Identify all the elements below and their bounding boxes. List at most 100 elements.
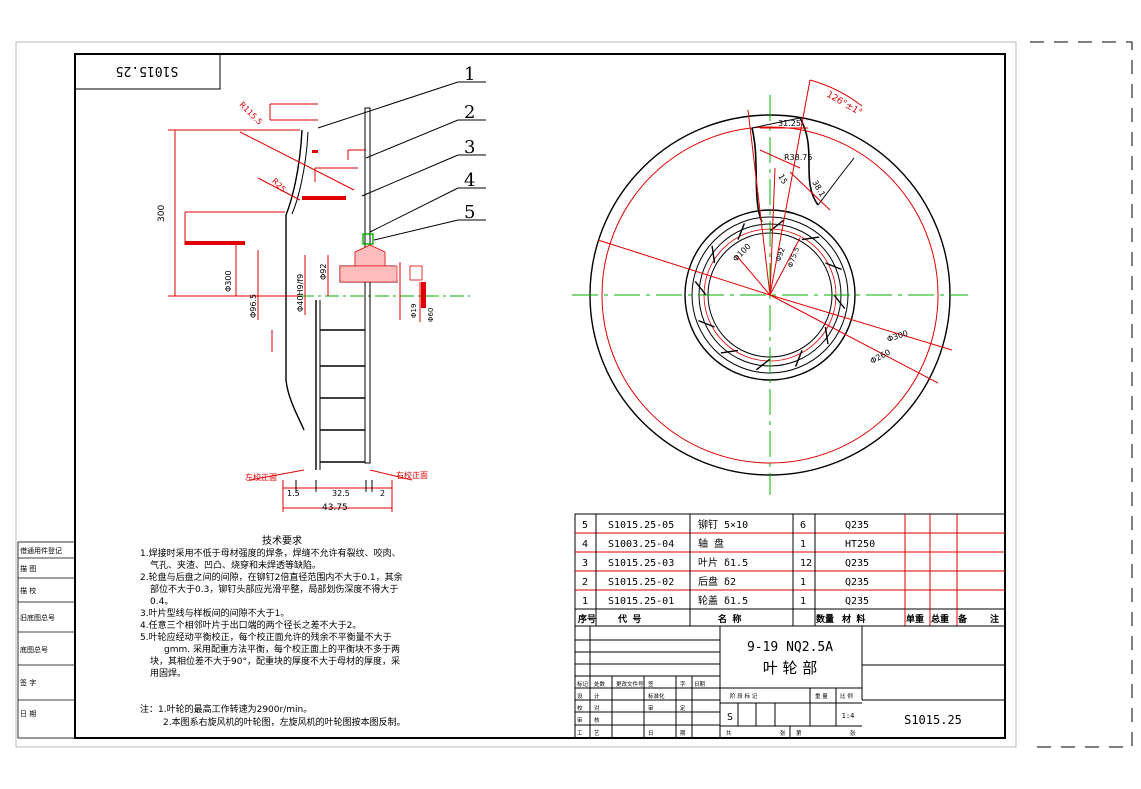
sheet-count-label: 共 xyxy=(726,729,732,737)
blade-profile-side xyxy=(817,157,855,206)
callout-leaders xyxy=(317,81,486,241)
side-register xyxy=(17,541,76,739)
note-line: 用固焊。 xyxy=(150,667,186,679)
bom-name: 铆钉 5×10 xyxy=(698,518,748,531)
bom-no: 2 xyxy=(582,577,588,588)
note-line: 块，其相位差不大于90°，配重块的厚度不大于母材的厚度，采 xyxy=(150,655,400,667)
title-block-label: 校 xyxy=(577,704,583,712)
rivet-marker xyxy=(362,233,374,245)
shroud-outline xyxy=(285,129,305,431)
blade-mark xyxy=(794,350,803,367)
note-line: 3.叶片型线与样板间的间隙不大于1。 xyxy=(140,607,289,619)
title-model: 9-19 NQ2.5A xyxy=(747,640,833,655)
back-plate xyxy=(364,107,371,464)
title-block-label: 标记 xyxy=(577,680,589,688)
bom-name: 后盘 δ2 xyxy=(698,575,736,588)
dim-d260-front: Φ260 xyxy=(869,348,892,366)
note-line: 5.叶轮应经动平衡校正，每个校正面允许的残余不平衡量不大于 xyxy=(140,631,392,643)
title-block-label: 工 xyxy=(577,730,583,737)
bom-no: 5 xyxy=(582,520,588,531)
section-red-bar-1 xyxy=(302,196,346,200)
blade-mark xyxy=(833,294,846,310)
bom-code: S1015.25-01 xyxy=(608,596,674,607)
side-label: 签 字 xyxy=(20,678,36,687)
title-block-label: 审 xyxy=(577,716,583,724)
title-block-label: 定 xyxy=(680,704,686,712)
note-line: gmm. 采用配重方法平衡，每个校正面上的平衡块不多于两 xyxy=(164,643,400,655)
blade-mark xyxy=(711,245,716,264)
title-block-label: 审 xyxy=(648,704,654,712)
blade-profile-1 xyxy=(751,127,763,223)
scale-value: 1:4 xyxy=(842,712,855,720)
notes-heading: 技术要求 xyxy=(262,534,302,547)
stage-header: 阶 段 标 记 xyxy=(730,692,758,700)
dim-w2: 32.5 xyxy=(332,489,350,498)
blade-marks xyxy=(694,219,846,371)
title-block-label: 艺 xyxy=(594,730,600,737)
dim-d75: Φ75.5 xyxy=(786,246,801,269)
title-block-label: 核 xyxy=(594,716,600,724)
sheet-count-label: 张 xyxy=(850,729,856,737)
side-label: 旧底图总号 xyxy=(20,613,55,622)
shroud-inner xyxy=(291,131,309,215)
dim-15: 15 xyxy=(776,173,789,186)
blade-ribs xyxy=(320,329,365,463)
note-line: 2.轮盘与后盘之间的间隙，在铆钉2倍直径范围内不大于0.1，其余 xyxy=(140,571,403,583)
bom-header: 总重 xyxy=(931,613,949,625)
bom-material: HT250 xyxy=(845,539,875,550)
bom-no: 1 xyxy=(582,596,588,607)
hub-section-hatch xyxy=(354,244,386,267)
dim-r115: R115.5 xyxy=(238,100,264,126)
bom-code: S1003.25-04 xyxy=(608,539,674,550)
section-red-bar-4 xyxy=(312,150,318,153)
drawing-border xyxy=(74,53,1006,739)
blade-mark xyxy=(694,280,707,296)
title-block-label: 字 xyxy=(680,680,686,688)
left-correction-plane: 左校正面 xyxy=(245,472,277,482)
bom-header: 单重 xyxy=(906,613,924,625)
stage-header: 重 量 xyxy=(815,692,828,700)
bom-qty: 12 xyxy=(800,558,812,569)
right-correction-plane: 右校正面 xyxy=(396,470,428,480)
dim-r25: R25 xyxy=(270,177,288,195)
drawing-number: S1015.25 xyxy=(904,713,962,727)
sheet-count-label: 第 xyxy=(796,729,802,737)
width-ticks xyxy=(295,480,373,492)
bom-header: 代 号 xyxy=(617,613,641,625)
title-block-label: 设 xyxy=(577,692,583,700)
blade-mark xyxy=(755,358,771,371)
bom-qty: 1 xyxy=(800,577,806,588)
title-block-label: 处数 xyxy=(594,680,606,688)
callout-5: 5 xyxy=(464,202,475,223)
sheet-count-label: 张 xyxy=(780,729,786,737)
blade-profile-top xyxy=(751,117,801,129)
dim-d100: Φ100 xyxy=(731,242,753,264)
dim-d60: Φ60 xyxy=(427,308,435,322)
keyway-box xyxy=(409,265,423,281)
side-label: 借通用件登记 xyxy=(20,546,62,555)
section-view: R115.5 R25 300 Φ300 Φ96.5 Φ40H9/f9 Φ92 Φ… xyxy=(157,64,486,513)
callout-4: 4 xyxy=(464,170,475,191)
callout-1: 1 xyxy=(464,64,475,85)
blade-mark xyxy=(824,326,829,345)
section-dimension-lines xyxy=(168,103,421,512)
blade-mark xyxy=(801,236,820,241)
bom-material: Q235 xyxy=(845,558,869,569)
title-block-label: 期 xyxy=(680,730,686,737)
title-block-label: 签 xyxy=(648,680,654,688)
section-red-bar-3 xyxy=(421,282,426,308)
side-label: 底图总号 xyxy=(20,645,48,654)
bom-table xyxy=(574,513,1006,627)
dim-d92: Φ92 xyxy=(319,264,328,280)
dim-d92-front: Φ92 xyxy=(774,246,786,262)
bom-no: 4 xyxy=(582,539,588,550)
mirrored-number-box xyxy=(74,53,221,90)
front-dimension-lines xyxy=(597,79,953,384)
title-block-label: 更改文件号 xyxy=(616,680,644,688)
bom-material: Q235 xyxy=(845,596,869,607)
title-block-label: 计 xyxy=(594,692,600,700)
title-block-label: 标准化 xyxy=(648,692,665,700)
title-block-small-labels: 标记处数更改文件号签字日期设计标准化校对审定审核工艺日期阶 段 标 记重 量比 … xyxy=(577,680,856,737)
